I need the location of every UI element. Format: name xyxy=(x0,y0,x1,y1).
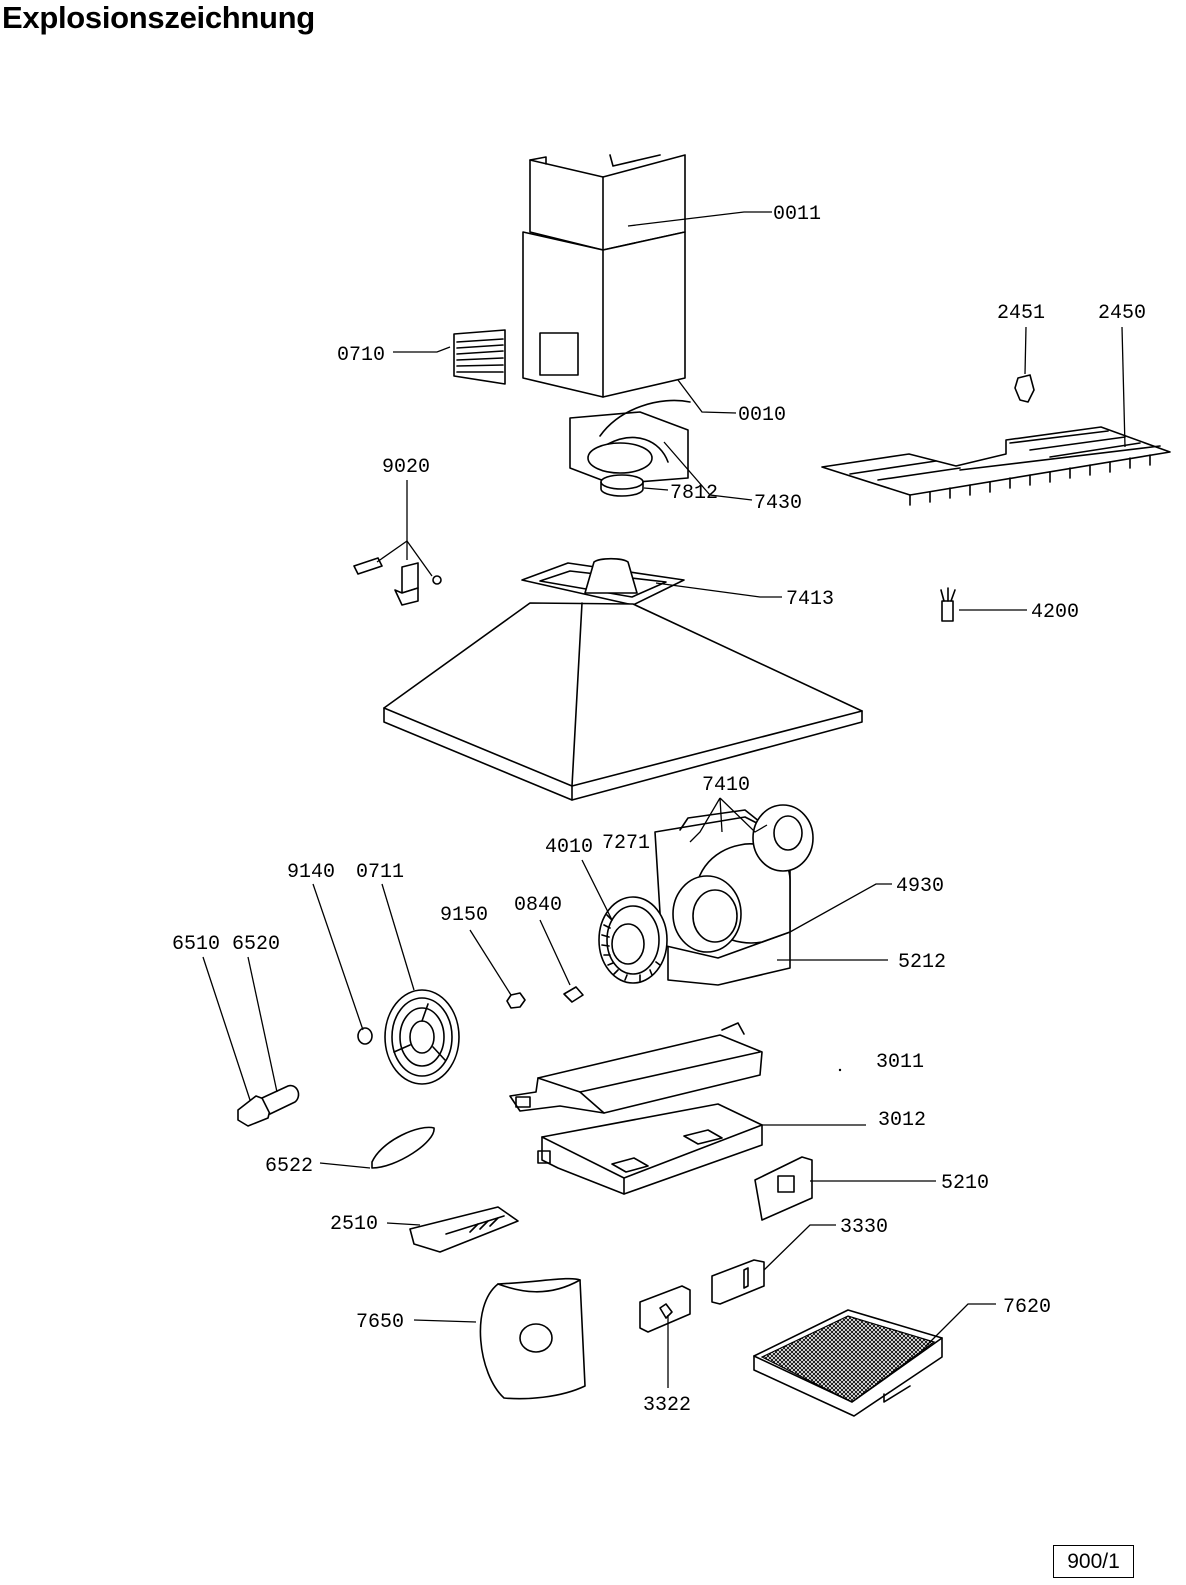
label-4930: 4930 xyxy=(896,875,944,898)
label-0840: 0840 xyxy=(514,894,562,917)
part-3322-knob xyxy=(639,1285,691,1333)
label-3322: 3322 xyxy=(643,1394,691,1417)
label-6520: 6520 xyxy=(232,933,280,956)
part-3330-slider xyxy=(711,1259,765,1305)
label-6522: 6522 xyxy=(265,1155,313,1178)
label-7413: 7413 xyxy=(786,588,834,611)
part-3012-tray xyxy=(537,1103,763,1195)
label-4200: 4200 xyxy=(1031,601,1079,624)
label-7271: 7271 xyxy=(602,832,650,855)
label-3011: 3011 xyxy=(876,1051,924,1074)
label-2451: 2451 xyxy=(997,302,1045,325)
part-4200-component xyxy=(940,587,956,622)
part-9140-nut xyxy=(357,1027,373,1045)
part-0711-fan-disc xyxy=(384,989,460,1085)
part-7413-flange xyxy=(521,557,685,606)
part-0010-lower-chimney xyxy=(522,231,686,398)
part-7650-carbon-filter xyxy=(479,1277,586,1400)
label-7650: 7650 xyxy=(356,1311,404,1334)
part-0710-grille xyxy=(453,329,506,385)
label-2510: 2510 xyxy=(330,1213,378,1236)
label-7410: 7410 xyxy=(702,774,750,797)
part-4930-blower xyxy=(654,804,814,986)
label-9150: 9150 xyxy=(440,904,488,927)
label-6510: 6510 xyxy=(172,933,220,956)
part-2450-rack xyxy=(821,426,1171,506)
part-7620-grease-filter xyxy=(753,1309,943,1417)
label-7620: 7620 xyxy=(1003,1296,1051,1319)
part-2451-clip xyxy=(1014,374,1035,403)
label-4010: 4010 xyxy=(545,836,593,859)
part-5210-switch xyxy=(754,1156,813,1221)
label-0011: 0011 xyxy=(773,203,821,226)
label-0710: 0710 xyxy=(337,344,385,367)
part-7812-ring xyxy=(600,474,644,497)
label-9020: 9020 xyxy=(382,456,430,479)
label-9140: 9140 xyxy=(287,861,335,884)
label-3012: 3012 xyxy=(878,1109,926,1132)
label-3330: 3330 xyxy=(840,1216,888,1239)
part-7430-duct-adapter xyxy=(569,399,691,485)
label-5212: 5212 xyxy=(898,951,946,974)
part-0840-bushing xyxy=(563,986,584,1003)
label-0711: 0711 xyxy=(356,861,404,884)
label-5210: 5210 xyxy=(941,1172,989,1195)
part-6522-lens xyxy=(371,1126,435,1169)
part-labels: 0011 0010 0710 7430 7812 9020 7413 2451 … xyxy=(172,203,1146,1417)
part-3011-control-housing xyxy=(509,1022,763,1114)
part-6520-lamp xyxy=(261,1084,300,1115)
label-0010: 0010 xyxy=(738,404,786,427)
part-6510-lamp-holder xyxy=(237,1095,273,1127)
label-7430: 7430 xyxy=(754,492,802,515)
page-number-box: 900/1 xyxy=(1053,1545,1134,1578)
leader-lines xyxy=(202,211,1126,1388)
part-9020-bracket xyxy=(353,557,442,606)
label-2450: 2450 xyxy=(1098,302,1146,325)
page-title: Explosionszeichnung xyxy=(2,0,315,35)
label-7812: 7812 xyxy=(670,482,718,505)
part-hood-canopy xyxy=(383,602,863,801)
part-0011-upper-chimney xyxy=(529,154,686,251)
part-4010-fan-wheel xyxy=(598,896,668,984)
part-9150-nut xyxy=(506,992,526,1009)
part-2510-light-cover xyxy=(409,1206,519,1253)
